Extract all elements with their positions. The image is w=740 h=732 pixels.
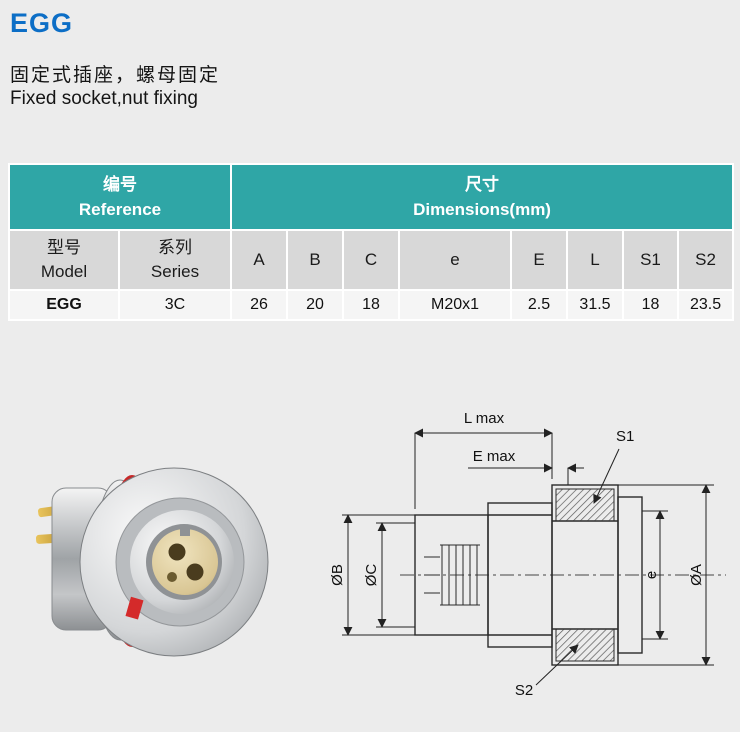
group-header-reference-en: Reference [78, 200, 162, 219]
dim-label-s1: S1 [616, 428, 634, 445]
col-header-series: 系列 Series [118, 229, 232, 291]
dim-dia-b [342, 514, 415, 636]
col-header-series-en: Series [150, 262, 200, 281]
table-group-header-row: 编号 Reference 尺寸 Dimensions(mm) [8, 163, 735, 231]
socket-hole-1 [168, 543, 186, 561]
group-header-reference: 编号 Reference [8, 163, 232, 231]
dim-label-dia-b: ØB [329, 564, 346, 586]
dim-label-l-max: L max [464, 410, 505, 427]
col-header-a: A [230, 229, 288, 291]
col-header-c: C [342, 229, 400, 291]
cell-l: 31.5 [566, 289, 624, 321]
socket-hole-2 [186, 563, 204, 581]
dim-e-max [468, 463, 584, 485]
cell-series: 3C [118, 289, 232, 321]
dim-label-e-max: E max [473, 448, 516, 465]
group-header-reference-cn: 编号 [103, 174, 137, 194]
col-header-s2: S2 [676, 229, 735, 291]
socket-hole-3 [167, 572, 177, 582]
cell-b: 20 [286, 289, 344, 321]
group-header-dimensions: 尺寸 Dimensions(mm) [229, 163, 735, 231]
spec-table: 编号 Reference 尺寸 Dimensions(mm) 型号 Model … [8, 163, 735, 321]
red-polarize-mark [125, 596, 144, 620]
keyway-notch [180, 526, 190, 536]
dim-label-s2: S2 [515, 682, 533, 699]
col-header-series-cn: 系列 [158, 238, 192, 258]
cell-s2: 23.5 [676, 289, 735, 321]
col-header-b: B [286, 229, 344, 291]
cell-c: 18 [342, 289, 400, 321]
col-header-model-cn: 型号 [47, 238, 81, 258]
page-title: EGG [10, 8, 74, 38]
connector-photo [35, 467, 269, 657]
dim-e-thread [642, 510, 668, 640]
table-sub-header-row: 型号 Model 系列 Series A B C e E L S1 S2 [8, 229, 735, 291]
cell-e-thread: M20x1 [398, 289, 512, 321]
dim-l-max [414, 428, 553, 509]
col-header-model-en: Model [40, 262, 88, 281]
col-header-e-thread: e [398, 229, 512, 291]
thread-areas [555, 488, 615, 662]
subtitle-chinese: 固定式插座，螺母固定 [10, 65, 221, 86]
leader-s2 [535, 644, 579, 686]
connector-front-face [79, 467, 269, 657]
cell-e: 2.5 [510, 289, 568, 321]
dim-label-e-thread: e [643, 571, 660, 579]
dim-label-dia-c: ØC [363, 564, 380, 587]
leader-s1 [593, 448, 620, 504]
dim-label-dia-a: ØA [688, 564, 705, 586]
col-header-l: L [566, 229, 624, 291]
group-header-dimensions-en: Dimensions(mm) [413, 200, 551, 219]
cell-a: 26 [230, 289, 288, 321]
dim-dia-c [376, 522, 415, 628]
subtitle-english: Fixed socket,nut fixing [10, 88, 198, 109]
col-header-model: 型号 Model [8, 229, 120, 291]
group-header-dimensions-cn: 尺寸 [465, 174, 500, 194]
dimension-drawing: L max E max S1 S2 ØB ØC e ØA [329, 410, 726, 699]
table-row-egg: EGG 3C 26 20 18 M20x1 2.5 31.5 18 23.5 [8, 289, 735, 321]
dim-dia-a [618, 484, 714, 666]
cell-s1: 18 [622, 289, 679, 321]
col-header-s1: S1 [622, 229, 679, 291]
cell-model: EGG [8, 289, 120, 321]
col-header-e: E [510, 229, 568, 291]
contact-pins [424, 544, 480, 606]
